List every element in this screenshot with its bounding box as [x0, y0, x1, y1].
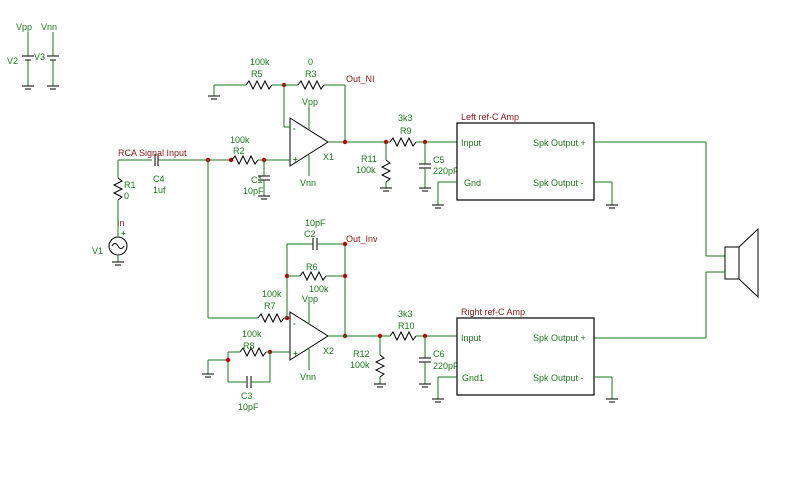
left-amp-gnd-pin: Gnd [464, 178, 481, 188]
svg-text:+: + [293, 155, 298, 164]
r7-value: 100k [262, 289, 282, 299]
svg-text:+: + [293, 349, 298, 358]
c6-value: 220pF [433, 361, 459, 371]
c4-ref: C4 [153, 174, 165, 184]
left-amp-input-pin: Input [461, 138, 482, 148]
x2-vnn-label: Vnn [300, 372, 316, 382]
r7-ref: R7 [264, 301, 276, 311]
r8-ref: R8 [243, 341, 255, 351]
x1-vpp-label: Vpp [302, 97, 318, 107]
left-amp-title: Left ref-C Amp [461, 112, 519, 122]
c6-ref: C6 [433, 349, 445, 359]
resistor-r11[interactable]: R11 100k [356, 142, 392, 192]
opamp-x1[interactable]: - + Vpp Vnn X1 [289, 97, 334, 188]
r6-ref: R6 [306, 262, 318, 272]
r5-ref: R5 [251, 69, 263, 79]
r11-value: 100k [356, 165, 376, 175]
r9-value: 3k3 [398, 113, 413, 123]
r1-ref: R1 [124, 180, 136, 190]
c2-ref: C2 [304, 229, 316, 239]
capacitor-c6[interactable]: C6 220pF [419, 336, 459, 388]
v1-ref: V1 [92, 246, 103, 256]
resistor-r6[interactable]: R6 100k [287, 262, 345, 294]
junction [228, 157, 234, 163]
right-amp-gnd-pin: Gnd1 [462, 373, 484, 383]
c3-value: 10pF [238, 402, 259, 412]
r3-value: 0 [308, 57, 313, 67]
left-amp-block[interactable]: Left ref-C Amp Input Gnd Spk Output + Sp… [456, 112, 595, 201]
v2-ref: V2 [7, 56, 18, 66]
resistor-r7[interactable]: 100k R7 [257, 289, 285, 324]
resistor-r1[interactable]: R1 0 [112, 160, 136, 228]
resistor-r10[interactable]: 3k3 R10 [389, 309, 417, 342]
opamp-x2[interactable]: - + Vpp Vnn X2 [289, 294, 334, 382]
resistor-r8[interactable]: 100k R8 [202, 329, 271, 382]
net-out-inv-label: Out_Inv [346, 234, 378, 244]
speaker-icon[interactable] [724, 227, 759, 299]
right-amp-block[interactable]: Right ref-C Amp Input Gnd1 Spk Output + … [456, 307, 595, 396]
right-amp-out-pos-pin: Spk Output + [533, 333, 586, 343]
x2-vpp-label: Vpp [302, 294, 318, 304]
v3-net-label: Vnn [41, 22, 57, 32]
net-rca-label: RCA Signal Input [118, 148, 187, 158]
input-source-v1[interactable]: + V1 In [92, 218, 128, 266]
svg-text:+: + [121, 229, 126, 238]
r3-ref: R3 [305, 69, 317, 79]
capacitor-c1[interactable]: C1 10pF [243, 160, 270, 200]
r12-value: 100k [350, 360, 370, 370]
v3-ref: V3 [34, 52, 45, 62]
resistor-r12[interactable]: R12 100k [350, 336, 386, 388]
junction [342, 139, 348, 145]
right-amp-out-neg-pin: Spk Output - [533, 373, 584, 383]
r5-value: 100k [250, 57, 270, 67]
c5-value: 220pF [433, 166, 459, 176]
r10-ref: R10 [398, 321, 415, 331]
c2-value: 10pF [305, 218, 326, 228]
r12-ref: R12 [353, 349, 370, 359]
r2-ref: R2 [233, 146, 245, 156]
r11-ref: R11 [361, 154, 377, 164]
right-amp-input-pin: Input [461, 333, 482, 343]
r9-ref: R9 [400, 126, 412, 136]
junction [342, 273, 348, 279]
junction [342, 241, 348, 247]
svg-text:-: - [293, 319, 296, 328]
r1-value: 0 [124, 191, 129, 201]
supply-source-v2[interactable]: Vpp V2 [7, 22, 34, 90]
c4-value: 1uf [153, 185, 166, 195]
net-out-ni-label: Out_NI [346, 74, 375, 84]
supply-source-v3[interactable]: Vnn V3 [34, 22, 59, 90]
junction [225, 357, 231, 363]
c1-ref: C1 [251, 175, 263, 185]
v2-net-label: Vpp [16, 22, 32, 32]
resistor-r5[interactable]: 100k R5 [208, 57, 284, 100]
resistor-r2[interactable]: 100k R2 [230, 135, 259, 166]
x1-vnn-label: Vnn [300, 178, 316, 188]
c1-value: 10pF [243, 186, 264, 196]
r8-value: 100k [242, 329, 262, 339]
c5-ref: C5 [433, 155, 445, 165]
net-in-label: In [117, 218, 125, 228]
left-amp-out-neg-pin: Spk Output - [533, 178, 584, 188]
resistor-r3[interactable]: 0 R3 [284, 57, 346, 142]
r2-value: 100k [230, 135, 250, 145]
r10-value: 3k3 [398, 309, 413, 319]
capacitor-c2[interactable]: 10pF C2 [287, 218, 345, 250]
capacitor-c3[interactable]: C3 10pF [228, 376, 270, 412]
right-amp-title: Right ref-C Amp [461, 307, 525, 317]
left-amp-out-pos-pin: Spk Output + [533, 138, 586, 148]
resistor-r9[interactable]: 3k3 R9 [389, 113, 417, 148]
c3-ref: C3 [241, 391, 253, 401]
r6-value: 100k [309, 284, 329, 294]
svg-text:-: - [293, 124, 296, 133]
x2-ref: X2 [323, 346, 334, 356]
capacitor-c5[interactable]: C5 220pF [419, 142, 459, 192]
x1-ref: X1 [323, 152, 334, 162]
